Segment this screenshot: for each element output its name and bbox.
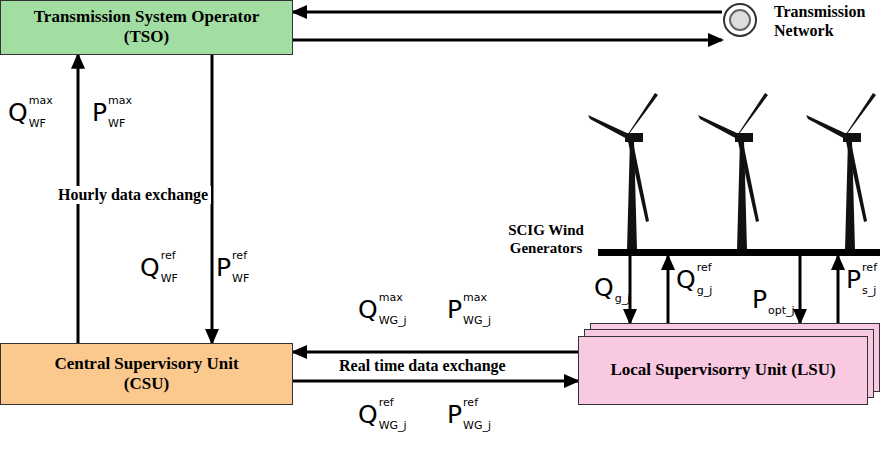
superscript: max — [108, 95, 132, 106]
superscript: ref — [862, 262, 877, 273]
superscript: ref — [697, 262, 713, 273]
symbol-letter: Q — [140, 255, 160, 280]
superscript: ref — [379, 397, 407, 408]
symbol-letter: P — [447, 297, 462, 322]
bus-label: SCIG Wind Generators — [498, 221, 594, 257]
symbol-letter: P — [92, 100, 107, 125]
superscript: max — [379, 292, 407, 303]
symbol-letter: P — [216, 255, 231, 280]
data-arrow — [293, 380, 578, 383]
subscript: WG_j — [379, 315, 407, 326]
signal-symbol: QmaxWF — [8, 95, 53, 129]
superscript: max — [463, 292, 491, 303]
signal-symbol: PrefWF — [216, 250, 249, 284]
superscript: ref — [232, 250, 249, 261]
signal-symbol: QmaxWG_j — [358, 292, 407, 326]
data-arrow — [293, 39, 722, 42]
box-title: Transmission System Operator (TSO) — [16, 7, 278, 48]
subscript: g_j — [615, 293, 631, 304]
symbol-letter: Q — [8, 100, 28, 125]
unit-card: Local Supervisorry Unit (LSU) — [578, 336, 868, 405]
link-caption: Hourly data exchange — [55, 186, 211, 204]
operator-box: Transmission System Operator (TSO) — [0, 0, 293, 55]
symbol-indices: refWG_j — [463, 397, 491, 431]
spacer: ​ — [615, 270, 631, 281]
symbol-indices: ​ opt_j — [768, 282, 795, 316]
subscript: g_j — [697, 285, 713, 296]
subscript: WG_j — [463, 420, 491, 431]
symbol-indices: ​ g_j — [615, 270, 631, 304]
data-arrow — [799, 256, 802, 323]
symbol-indices: maxWF — [29, 95, 53, 129]
symbol-indices: refWF — [232, 250, 249, 284]
superscript: ref — [463, 397, 491, 408]
symbol-letter: Q — [676, 267, 696, 292]
signal-symbol: QrefWG_j — [358, 397, 407, 431]
symbol-letter: P — [846, 267, 861, 292]
box-title: Central Supervisory Unit (CSU) — [39, 354, 254, 395]
symbol-indices: refWF — [161, 250, 178, 284]
signal-symbol: Qref g_j — [676, 262, 712, 296]
generator-bus: SCIG Wind Generators — [598, 249, 880, 256]
turbine — [806, 93, 876, 250]
subscript: WF — [29, 118, 53, 129]
network-symbol — [722, 2, 758, 38]
symbol-indices: maxWG_j — [463, 292, 491, 326]
symbol-letter: P — [752, 287, 767, 312]
subscript: WF — [108, 118, 132, 129]
signal-symbol: P​ opt_j — [752, 282, 795, 316]
box-title: Local Supervisorry Unit (LSU) — [608, 360, 838, 380]
signal-symbol: Pref s_j — [846, 262, 877, 296]
supervisor-box: Central Supervisory Unit (CSU) — [0, 343, 293, 405]
signal-symbol: Q​ g_j — [594, 270, 630, 304]
data-arrow — [293, 11, 722, 14]
signal-symbol: PmaxWF — [92, 95, 132, 129]
symbol-letter: Q — [594, 275, 614, 300]
subscript: WG_j — [463, 315, 491, 326]
network-label: Transmission Network — [774, 2, 886, 40]
turbine — [698, 93, 768, 250]
symbol-letter: P — [447, 402, 462, 427]
data-arrow — [667, 256, 670, 323]
symbol-letter: Q — [358, 402, 378, 427]
subscript: WF — [161, 273, 178, 284]
signal-symbol: QrefWF — [140, 250, 178, 284]
symbol-indices: maxWF — [108, 95, 132, 129]
turbine — [588, 93, 658, 250]
data-arrow — [293, 351, 578, 354]
symbol-indices: ref s_j — [862, 262, 877, 296]
symbol-indices: maxWG_j — [379, 292, 407, 326]
data-arrow — [837, 256, 840, 323]
subscript: s_j — [862, 285, 877, 296]
symbol-letter: Q — [358, 297, 378, 322]
symbol-indices: refWG_j — [379, 397, 407, 431]
superscript: ref — [161, 250, 178, 261]
network-node: Transmission Network — [722, 2, 892, 44]
subscript: opt_j — [768, 305, 795, 316]
signal-symbol: PmaxWG_j — [447, 292, 491, 326]
subscript: WG_j — [379, 420, 407, 431]
signal-symbol: PrefWG_j — [447, 397, 491, 431]
subscript: WF — [232, 273, 249, 284]
spacer: ​ — [768, 282, 795, 293]
data-arrow — [629, 256, 632, 323]
link-caption: Real time data exchange — [336, 357, 509, 375]
local-unit-stack: Local Supervisorry Unit (LSU) — [578, 323, 880, 405]
symbol-indices: ref g_j — [697, 262, 713, 296]
superscript: max — [29, 95, 53, 106]
